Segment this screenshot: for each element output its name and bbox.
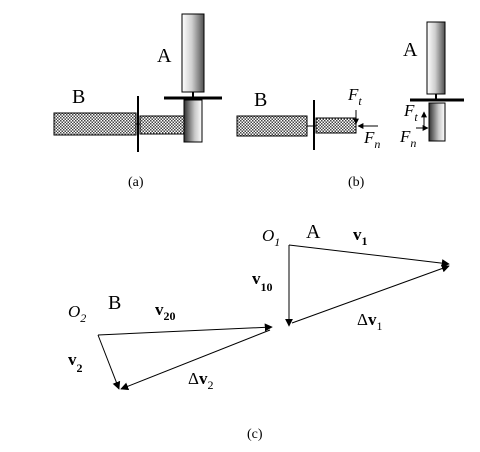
caption-b: (b) <box>348 175 365 190</box>
caption-c: (c) <box>247 427 263 442</box>
label-ft-b: Ft <box>347 85 362 108</box>
label-a-A: A <box>157 45 172 67</box>
label-fn-b: Fn <box>363 128 380 151</box>
label-v2: v2 <box>68 350 83 375</box>
vector-dv1 <box>291 264 450 324</box>
rod-b-b-2 <box>315 117 357 134</box>
panel-b: B Ft Fn A Ft Fn (b) <box>236 21 464 190</box>
label-O1: O1 <box>262 226 280 249</box>
vector-v20 <box>97 323 273 336</box>
label-dv1: Δv1 <box>357 310 382 333</box>
rod-a-upper <box>181 13 205 93</box>
rod-b-b <box>236 115 308 137</box>
panel-c: O1 A v1 v10 Δv1 O2 B v20 v2 Δv2 (c) <box>68 221 450 442</box>
label-fn-side: Fn <box>399 127 416 150</box>
label-c-A: A <box>306 221 321 243</box>
label-O2: O2 <box>68 302 86 325</box>
rod-b-a-2 <box>139 115 186 135</box>
rod-a-lower-b <box>428 102 446 142</box>
rod-a-lower <box>183 99 203 143</box>
label-a-B: B <box>72 86 85 108</box>
label-v20: v20 <box>155 300 176 323</box>
vector-v1 <box>288 244 450 268</box>
rod-b-a <box>53 112 137 136</box>
label-v1: v1 <box>353 225 368 248</box>
caption-a: (a) <box>128 175 144 190</box>
vector-v2 <box>97 334 121 390</box>
panel-a: A B (a) <box>53 13 222 190</box>
label-v10: v10 <box>252 269 273 294</box>
label-c-B: B <box>108 292 121 314</box>
label-b-A: A <box>403 39 418 61</box>
label-dv2: Δv2 <box>188 369 213 392</box>
label-b-B: B <box>254 89 267 111</box>
vector-dv2 <box>120 329 271 391</box>
label-ft-side: Ft <box>403 101 418 124</box>
rod-a-upper-b <box>426 21 446 95</box>
